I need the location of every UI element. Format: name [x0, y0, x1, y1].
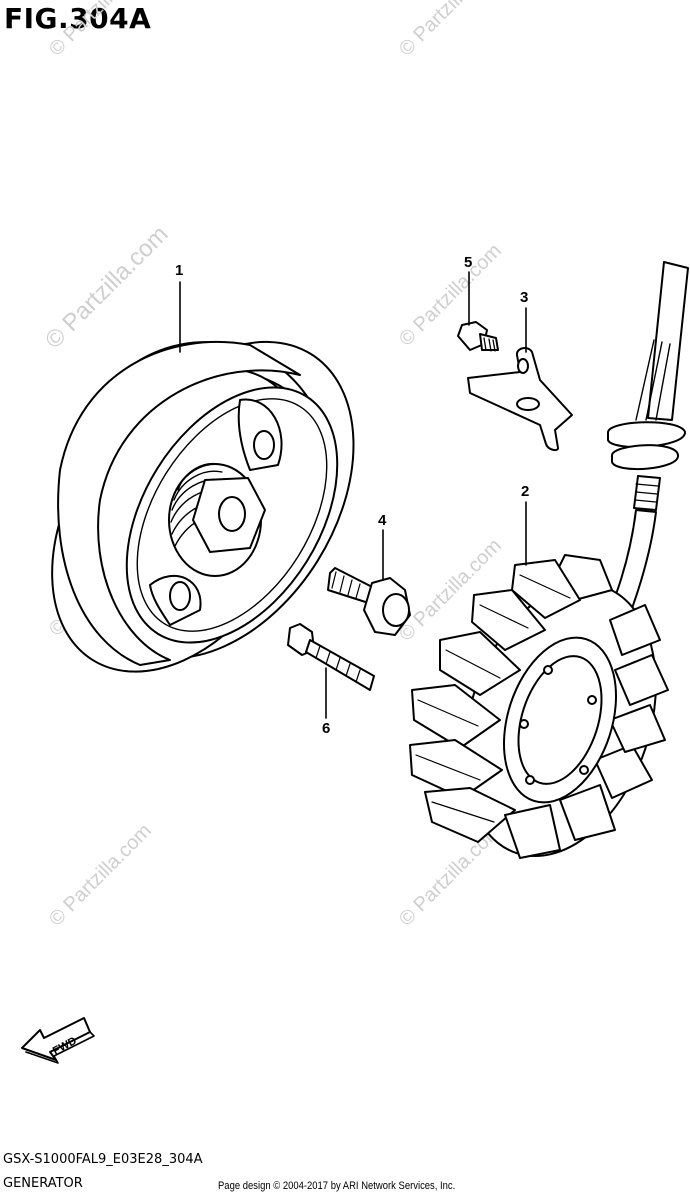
- leader-lines: [179, 271, 527, 719]
- callout-bracket-screw: 5: [464, 254, 473, 271]
- callout-stator-screw: 6: [322, 720, 331, 737]
- figure-title: FIG.304A: [4, 2, 152, 35]
- callout-rotor-bolt: 4: [378, 512, 387, 529]
- callout-rotor: 1: [175, 262, 184, 279]
- model-code: GSX-S1000FAL9_E03E28_304A: [3, 1152, 203, 1167]
- bracket-screw-part: [457, 321, 499, 352]
- bracket-part: [467, 347, 573, 452]
- callout-stator: 2: [521, 483, 530, 500]
- footer-copyright: Page design © 2004-2017 by ARI Network S…: [218, 1180, 456, 1192]
- rotor-part: [51, 340, 355, 673]
- fwd-arrow-icon: [21, 1017, 95, 1064]
- stator-part: [409, 261, 689, 859]
- section-name: GENERATOR: [3, 1176, 83, 1191]
- callout-bracket: 3: [520, 289, 529, 306]
- stator-screw-part: [287, 623, 375, 691]
- rotor-bolt-part: [327, 567, 411, 636]
